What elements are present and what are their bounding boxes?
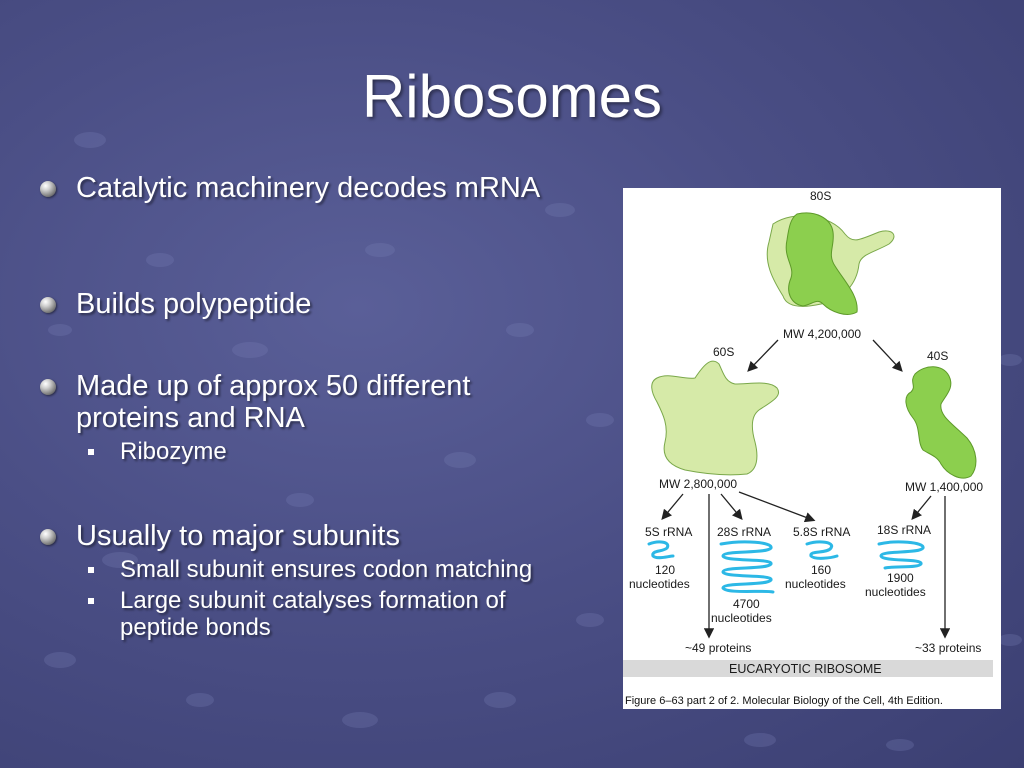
label-40s: 40S xyxy=(927,349,948,363)
sub-bullet-text: Small subunit ensures codon matching xyxy=(120,556,533,583)
bullet-text: Catalytic machinery decodes mRNA xyxy=(76,172,541,204)
sub-bullet-icon xyxy=(88,567,94,573)
label-5-8s-rrna: 5.8S rRNA xyxy=(793,525,850,539)
bullet-icon xyxy=(40,379,56,395)
figure-banner xyxy=(623,660,993,677)
count-18s: 1900 xyxy=(887,571,914,585)
unit-5s: nucleotides xyxy=(629,577,690,591)
ribosome-figure: 80S MW 4,200,000 60S MW 2,800,000 40S MW… xyxy=(623,188,1001,709)
label-mw-60s: MW 2,800,000 xyxy=(659,477,737,491)
label-mw-40s: MW 1,400,000 xyxy=(905,480,983,494)
label-80s: 80S xyxy=(810,189,831,203)
banner-text: EUCARYOTIC RIBOSOME xyxy=(729,662,882,676)
sub-bullet-icon xyxy=(88,449,94,455)
bullet-icon xyxy=(40,529,56,545)
label-60s: 60S xyxy=(713,345,734,359)
figure-caption: Figure 6–63 part 2 of 2. Molecular Biolo… xyxy=(625,695,943,707)
unit-18s: nucleotides xyxy=(865,585,926,599)
sub-bullet-text: Ribozyme xyxy=(120,438,227,465)
bullet-item: Catalytic machinery decodes mRNA xyxy=(40,172,580,204)
rna-5-8s xyxy=(805,540,839,560)
label-mw-80s: MW 4,200,000 xyxy=(783,327,861,341)
label-18s-rrna: 18S rRNA xyxy=(877,523,931,537)
rna-28s xyxy=(719,540,775,594)
count-28s: 4700 xyxy=(733,597,760,611)
label-5s-rrna: 5S rRNA xyxy=(645,525,692,539)
bullet-icon xyxy=(40,181,56,197)
rna-18s xyxy=(877,540,925,570)
slide-title: Ribosomes xyxy=(361,63,663,130)
sub-bullet-text: Large subunit catalyses formation of pep… xyxy=(120,587,506,641)
rna-5s xyxy=(647,540,675,560)
unit-28s: nucleotides xyxy=(711,611,772,625)
ribosome-diagram: 80S MW 4,200,000 60S MW 2,800,000 40S MW… xyxy=(623,189,993,707)
shape-60s xyxy=(651,360,779,476)
count-5s: 120 xyxy=(655,563,675,577)
bullet-item: Builds polypeptide xyxy=(40,288,580,320)
label-large-proteins: ~49 proteins xyxy=(685,641,751,655)
bullet-text: Builds polypeptide xyxy=(76,288,312,320)
count-5-8s: 160 xyxy=(811,563,831,577)
bullet-item: Usually to major subunits Small subunit … xyxy=(40,520,580,641)
sub-bullet-icon xyxy=(88,598,94,604)
bullet-text: Usually to major subunits xyxy=(76,520,400,552)
label-small-proteins: ~33 proteins xyxy=(915,641,981,655)
bullet-icon xyxy=(40,297,56,313)
label-28s-rrna: 28S rRNA xyxy=(717,525,771,539)
bullet-item: Made up of approx 50 different proteins … xyxy=(40,370,580,465)
bullet-text: Made up of approx 50 different proteins … xyxy=(76,370,471,434)
shape-80s-small xyxy=(785,212,858,315)
unit-5-8s: nucleotides xyxy=(785,577,846,591)
shape-40s xyxy=(905,366,977,479)
